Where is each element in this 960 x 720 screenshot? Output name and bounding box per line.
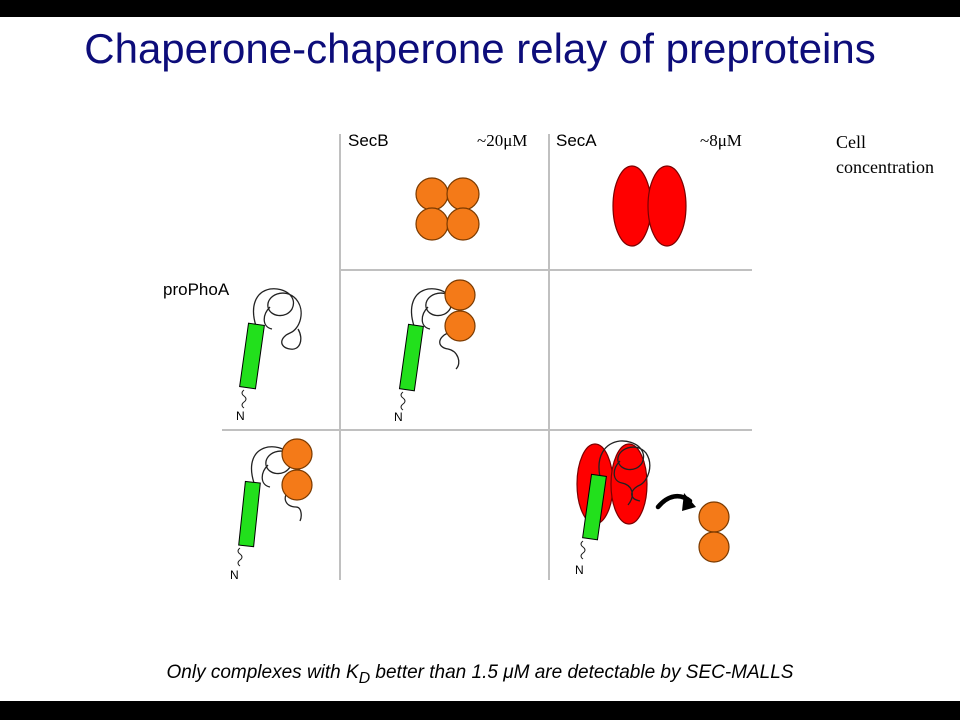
- prophoa-polypeptide-coil: [252, 288, 302, 350]
- prophoa-polypeptide-coil: [250, 446, 302, 522]
- n-terminus-label: N: [394, 410, 403, 424]
- footer-text-before: Only complexes with K: [166, 662, 359, 683]
- cell-concentration-label: Cell concentration: [836, 130, 934, 180]
- n-terminus-label: N: [575, 563, 584, 577]
- prophoa-signal-helix: [239, 322, 265, 390]
- prophoa-unfolded: [239, 288, 302, 409]
- secb-dimer: [444, 279, 476, 342]
- seca-subunit: [612, 165, 652, 247]
- slide: Chaperone-chaperone relay of preproteins: [0, 17, 960, 701]
- prophoa-signal-helix: [238, 480, 261, 548]
- prophoa-signal-helix: [582, 473, 607, 541]
- secb-subunit: [415, 207, 449, 241]
- secb-subunit: [444, 279, 476, 311]
- diagram-canvas: [222, 134, 752, 580]
- seca-subunit: [610, 443, 648, 525]
- secb-subunit: [698, 501, 730, 533]
- secb-concentration: ~20μM: [477, 131, 528, 150]
- prophoa-seca-complex: [576, 440, 651, 560]
- slide-title: Chaperone-chaperone relay of preproteins: [84, 25, 876, 72]
- secb-subunit: [281, 438, 313, 470]
- seca-concentration: ~8μM: [700, 131, 742, 150]
- secb-subunit: [446, 177, 480, 211]
- row-label-prophoa: proPhoA: [163, 280, 230, 299]
- prophoa-secb-complex-row2: [237, 438, 313, 567]
- released-secb-dimer: [698, 501, 730, 563]
- footer-text-after: better than 1.5 μM are detectable by SEC…: [370, 662, 794, 683]
- n-terminus-squiggle: [400, 391, 406, 411]
- prophoa-signal-helix: [398, 323, 424, 392]
- secb-dimer: [281, 438, 313, 501]
- secb-subunit: [698, 531, 730, 563]
- column-label-seca: SecA: [556, 131, 597, 150]
- column-label-secb: SecB: [348, 131, 389, 150]
- secb-subunit: [281, 469, 313, 501]
- footer-note: Only complexes with KD better than 1.5 μ…: [0, 662, 960, 688]
- n-terminus-label: N: [236, 409, 245, 423]
- secb-subunit: [446, 207, 480, 241]
- footer-subscript: D: [358, 669, 371, 687]
- seca-dimer: [612, 165, 687, 247]
- cell-concentration-line1: Cell: [836, 132, 866, 152]
- secb-tetramer: [415, 177, 480, 241]
- prophoa-polypeptide-coil: [598, 440, 651, 506]
- seca-subunit: [647, 165, 687, 247]
- n-terminus-label: N: [230, 568, 239, 582]
- n-terminus-squiggle: [580, 540, 586, 560]
- secb-subunit: [415, 177, 449, 211]
- release-arrow-head: [682, 493, 696, 511]
- secb-subunit: [444, 310, 476, 342]
- n-terminus-squiggle: [241, 389, 247, 409]
- n-terminus-squiggle: [237, 547, 243, 567]
- prophoa-polypeptide-coil: [410, 288, 460, 370]
- grid: [222, 134, 752, 580]
- cell-concentration-line2: concentration: [836, 157, 934, 177]
- prophoa-secb-complex: [398, 279, 476, 411]
